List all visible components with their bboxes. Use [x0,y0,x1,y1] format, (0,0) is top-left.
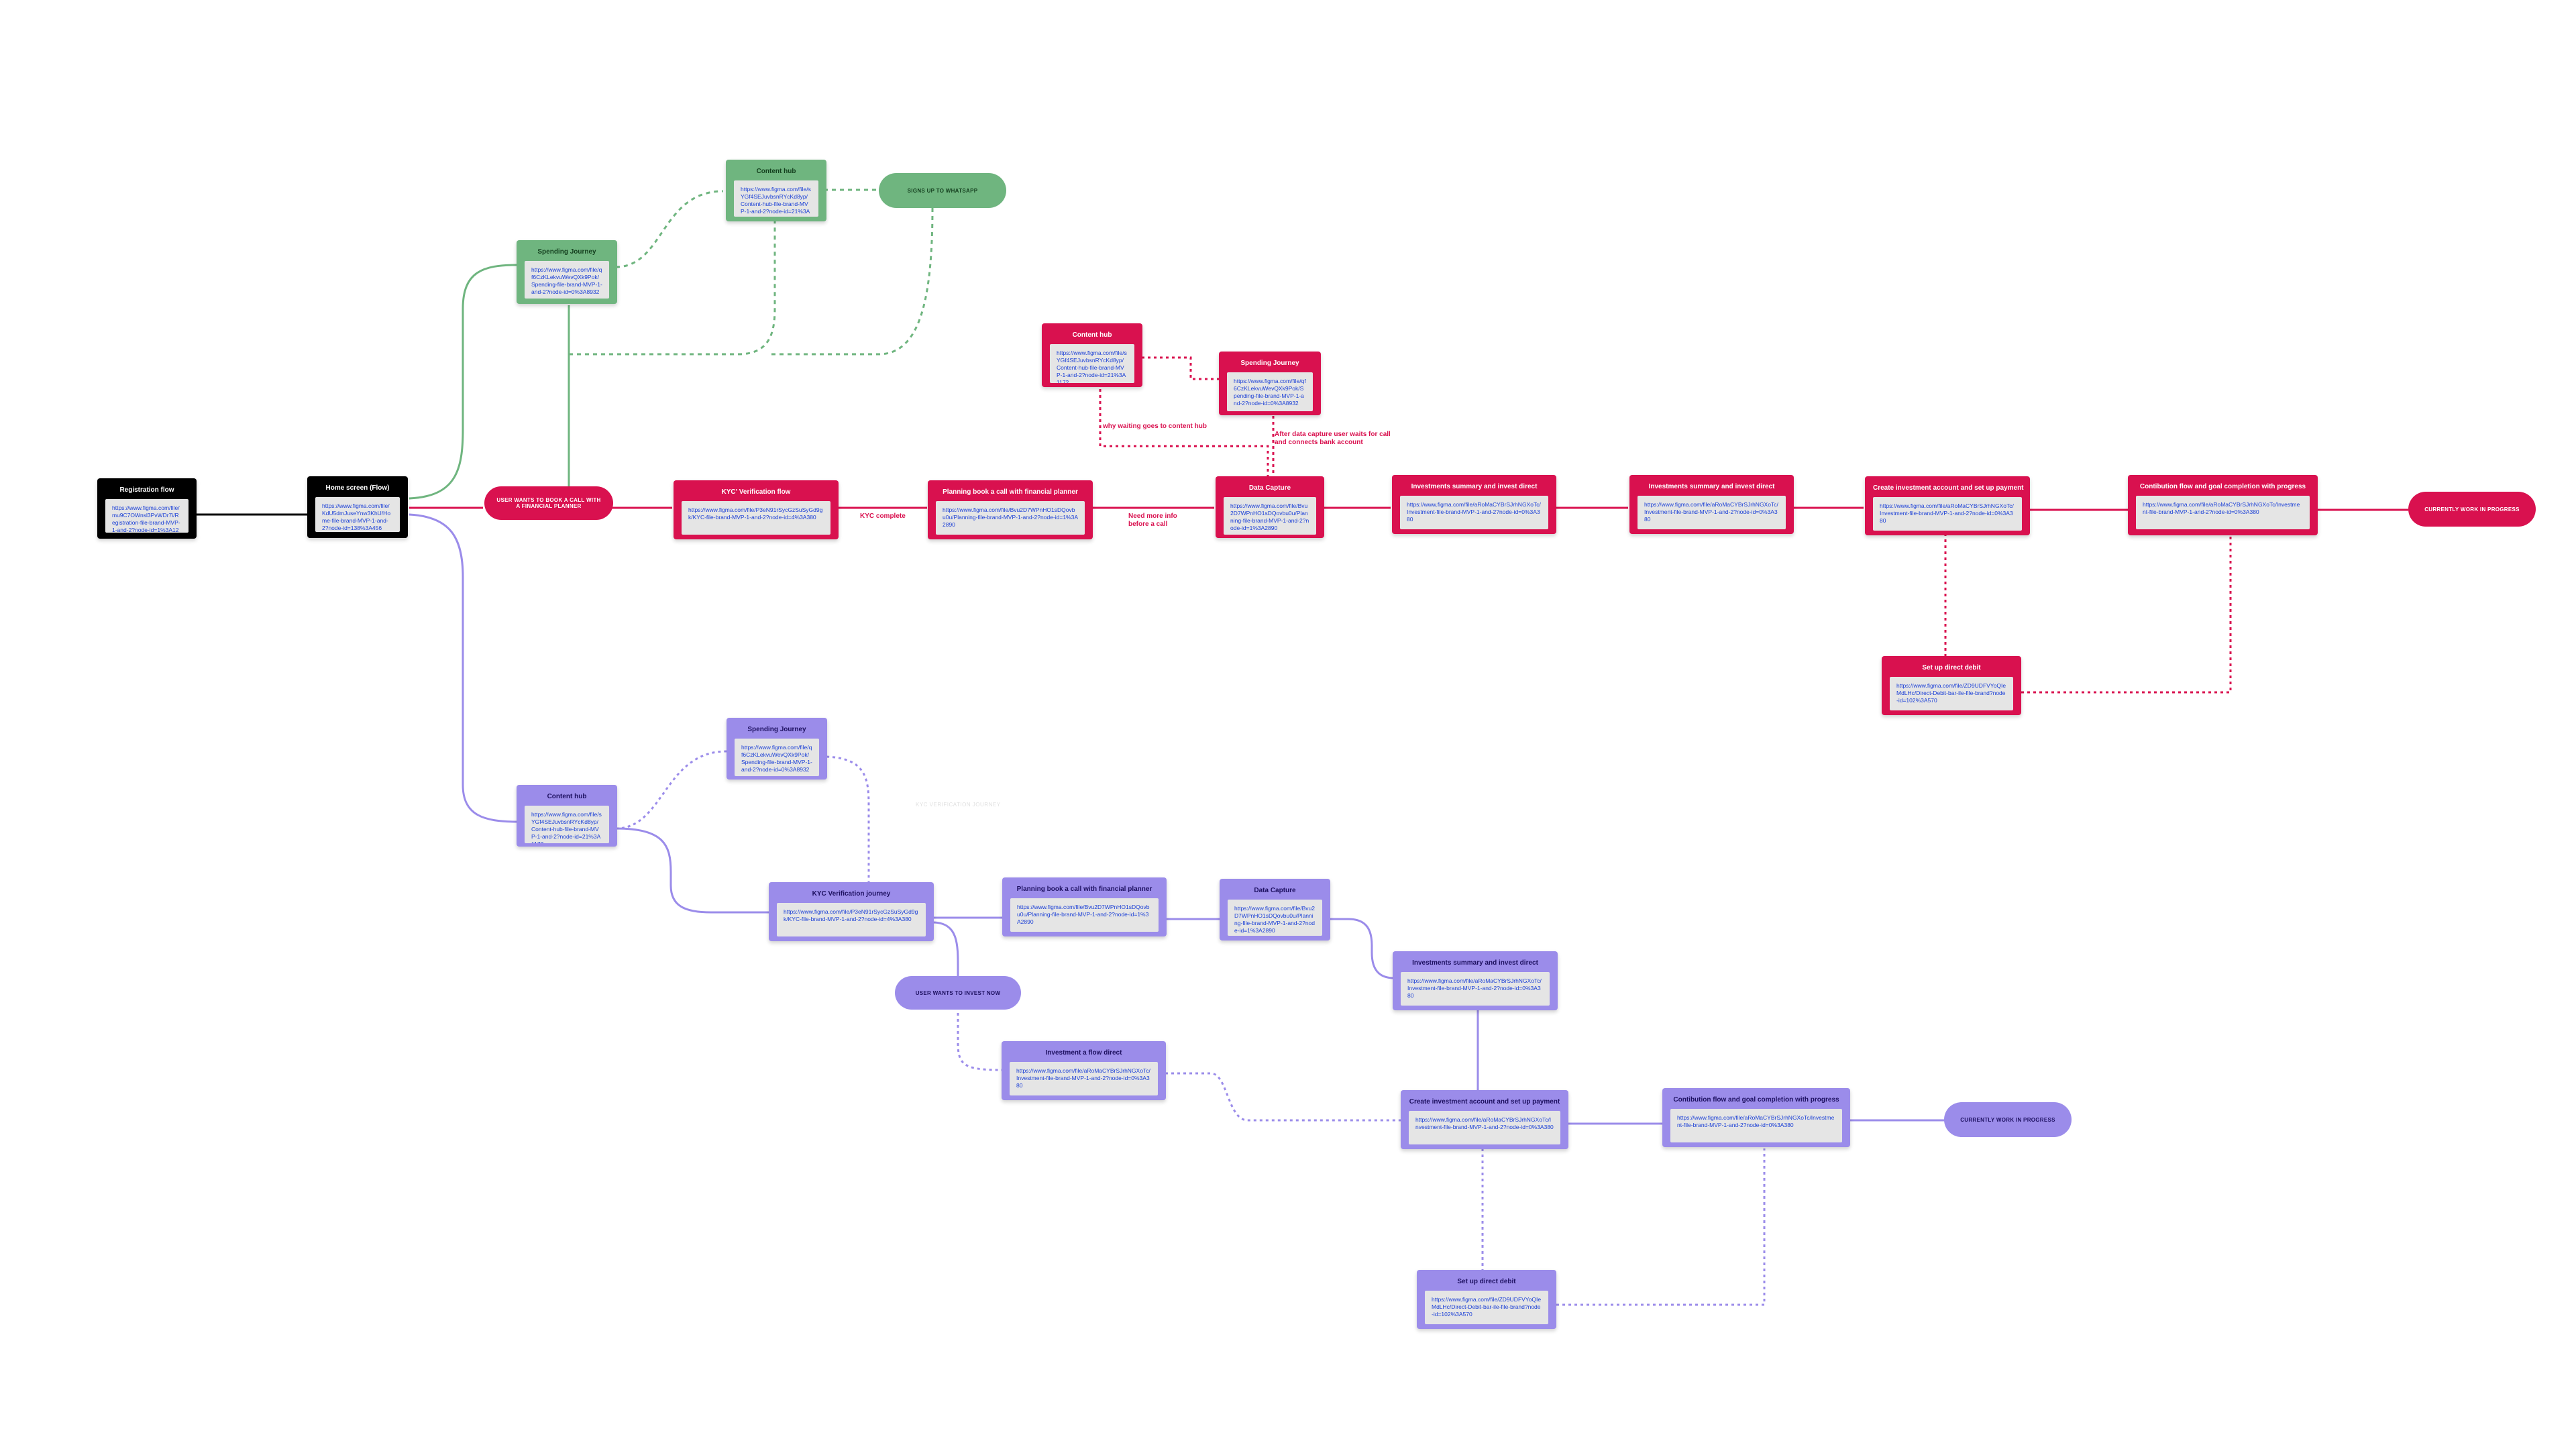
node-purple-spending-journey[interactable]: Spending Journey https://www.figma.com/f… [727,718,827,780]
node-purple-content-hub[interactable]: Content hub https://www.figma.com/file/s… [517,785,617,847]
label-ghost-kyc: KYC VERIFICATION JOURNEY [916,802,1001,808]
node-purple-investment-flow-direct[interactable]: Investment a flow direct https://www.fig… [1002,1041,1166,1100]
node-link[interactable]: https://www.figma.com/file/qf6CzKLekvuWe… [1227,372,1313,411]
node-green-spending-journey[interactable]: Spending Journey https://www.figma.com/f… [517,240,617,304]
node-pink-investments-summary-2[interactable]: Investments summary and invest direct ht… [1629,475,1794,534]
node-link[interactable]: https://www.figma.com/file/qf6CzKLekvuWe… [525,261,609,299]
node-pink-create-investment-account[interactable]: Create investment account and set up pay… [1865,476,2030,535]
label-after-data-capture: After data capture user waits for call a… [1275,431,1391,446]
node-link[interactable]: https://www.figma.com/file/aRoMaCYBrSJrh… [1638,496,1786,529]
node-title: Content hub [1072,331,1112,339]
node-pink-investments-summary-1[interactable]: Investments summary and invest direct ht… [1392,475,1556,534]
node-title: Data Capture [1254,887,1296,894]
node-link[interactable]: https://www.figma.com/file/P3eN91rSycGzS… [777,903,926,936]
node-title: Registration flow [119,486,174,494]
node-title: Investments summary and invest direct [1412,959,1538,967]
node-link[interactable]: https://www.figma.com/file/ZD9UDFVYoQIeM… [1890,677,2013,710]
node-title: Data Capture [1248,484,1291,492]
node-title: Set up direct debit [1457,1278,1516,1285]
node-title: KYC Verification journey [812,890,891,898]
node-pink-content-hub[interactable]: Content hub https://www.figma.com/file/s… [1042,323,1142,387]
node-link[interactable]: https://www.figma.com/file/sYGf4SEJuvbsn… [734,180,818,217]
node-registration-flow[interactable]: Registration flow https://www.figma.com/… [97,478,197,539]
node-pink-direct-debit[interactable]: Set up direct debit https://www.figma.co… [1882,656,2021,715]
node-pink-kyc-verification[interactable]: KYC' Verification flow https://www.figma… [674,480,839,539]
node-title: Spending Journey [1240,360,1299,367]
node-title: Investment a flow direct [1045,1049,1122,1057]
node-link[interactable]: https://www.figma.com/file/aRoMaCYBrSJrh… [1400,496,1548,529]
node-link[interactable]: https://www.figma.com/file/P3eN91rSycGzS… [682,501,830,535]
pill-invest-now: USER WANTS TO INVEST NOW [895,976,1021,1010]
label-why-waiting: why waiting goes to content hub [1103,423,1207,430]
node-home-screen[interactable]: Home screen (Flow) https://www.figma.com… [307,476,408,538]
node-link[interactable]: https://www.figma.com/file/aRoMaCYBrSJrh… [1010,1062,1158,1095]
node-title: Contibution flow and goal completion wit… [1673,1096,1839,1104]
node-title: Spending Journey [537,248,596,256]
node-title: Create investment account and set up pay… [1409,1098,1560,1106]
node-title: Content hub [756,168,796,175]
node-link[interactable]: https://www.figma.com/file/Bvu2D7WPnHO1s… [1228,900,1322,936]
node-link[interactable]: https://www.figma.com/file/Bvu2D7WPnHO1s… [1010,898,1159,932]
node-link[interactable]: https://www.figma.com/file/sYGf4SEJuvbsn… [1050,344,1134,383]
pill-signs-up-whatsapp: SIGNS UP TO WHATSAPP [879,173,1006,208]
node-link[interactable]: https://www.figma.com/file/aRoMaCYBrSJrh… [1409,1111,1560,1144]
node-link[interactable]: https://www.figma.com/file/aRoMaCYBrSJrh… [1401,972,1550,1006]
pill-book-call: USER WANTS TO BOOK A CALL WITH A FINANCI… [484,486,613,520]
label-need-more-info: Need more info before a call [1128,513,1177,528]
node-link[interactable]: https://www.figma.com/file/aRoMaCYBrSJrh… [2136,496,2310,529]
node-pink-planning-call[interactable]: Planning book a call with financial plan… [928,480,1093,539]
node-purple-kyc-journey[interactable]: KYC Verification journey https://www.fig… [769,882,934,941]
node-link[interactable]: https://www.figma.com/file/Bvu2D7WPnHO1s… [1224,497,1316,535]
node-title: Planning book a call with financial plan… [943,488,1078,496]
node-title: Create investment account and set up pay… [1873,484,2024,492]
node-purple-create-investment-account[interactable]: Create investment account and set up pay… [1401,1090,1568,1149]
node-title: Spending Journey [747,726,806,733]
node-title: Set up direct debit [1922,664,1981,672]
node-pink-data-capture[interactable]: Data Capture https://www.figma.com/file/… [1216,476,1324,538]
node-purple-data-capture[interactable]: Data Capture https://www.figma.com/file/… [1220,879,1330,941]
node-title: Planning book a call with financial plan… [1016,885,1152,893]
label-kyc-complete: KYC complete [860,513,906,520]
node-title: Content hub [547,793,587,800]
node-link[interactable]: https://www.figma.com/file/qf6CzKLekvuWe… [735,739,819,776]
node-title: KYC' Verification flow [721,488,791,496]
node-link[interactable]: https://www.figma.com/file/mu9C7OWnsl3Pv… [105,499,189,533]
node-title: Home screen (Flow) [325,484,390,492]
node-link[interactable]: https://www.figma.com/file/aRoMaCYBrSJrh… [1873,497,2022,531]
node-pink-contribution-flow[interactable]: Contibution flow and goal completion wit… [2128,475,2318,535]
node-title: Contibution flow and goal completion wit… [2139,483,2306,490]
node-link[interactable]: https://www.figma.com/file/Bvu2D7WPnHO1s… [936,501,1085,535]
pill-work-in-progress-pink: CURRENTLY WORK IN PROGRESS [2408,492,2536,527]
pill-work-in-progress-purple: CURRENTLY WORK IN PROGRESS [1944,1102,2072,1137]
node-link[interactable]: https://www.figma.com/file/KdU5dmJuseYnw… [315,497,400,532]
node-title: Investments summary and invest direct [1648,483,1775,490]
node-link[interactable]: https://www.figma.com/file/ZD9UDFVYoQIeM… [1425,1291,1548,1324]
node-purple-planning-call[interactable]: Planning book a call with financial plan… [1002,877,1167,936]
node-link[interactable]: https://www.figma.com/file/sYGf4SEJuvbsn… [525,806,609,843]
node-title: Investments summary and invest direct [1411,483,1538,490]
node-link[interactable]: https://www.figma.com/file/aRoMaCYBrSJrh… [1670,1109,1842,1142]
node-purple-contribution-flow[interactable]: Contibution flow and goal completion wit… [1662,1088,1850,1147]
node-pink-spending-journey[interactable]: Spending Journey https://www.figma.com/f… [1219,352,1321,415]
node-purple-investments-summary[interactable]: Investments summary and invest direct ht… [1393,951,1558,1010]
node-purple-direct-debit[interactable]: Set up direct debit https://www.figma.co… [1417,1270,1556,1329]
node-green-content-hub[interactable]: Content hub https://www.figma.com/file/s… [726,160,826,221]
